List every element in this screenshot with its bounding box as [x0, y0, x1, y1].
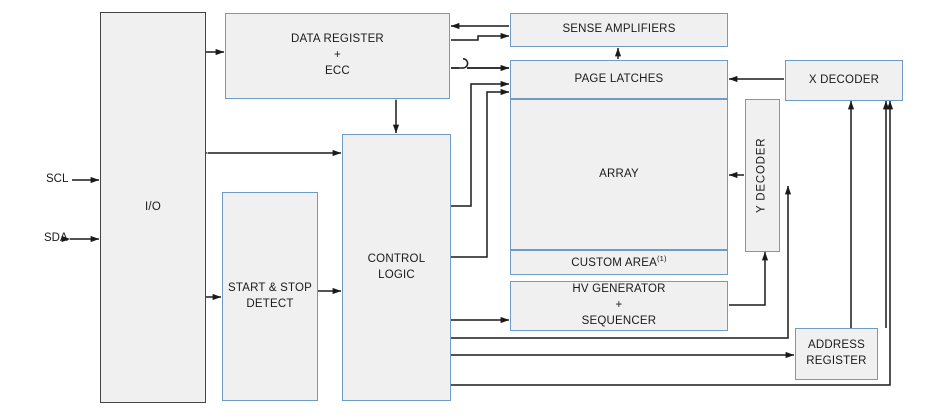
block-data-register[interactable]: DATA REGISTER + ECC: [225, 13, 450, 99]
control-logic-line2: LOGIC: [378, 268, 415, 281]
data-register-line1: DATA REGISTER: [291, 33, 384, 46]
block-y-decoder[interactable]: Y DECODER: [745, 99, 780, 252]
block-address-register-label: ADDRESS REGISTER: [803, 338, 869, 370]
start-stop-line2: DETECT: [246, 297, 294, 310]
custom-area-superscript: (1): [656, 253, 667, 263]
block-page-latches-label: PAGE LATCHES: [574, 72, 664, 85]
block-array-label: ARRAY: [599, 167, 639, 180]
block-io[interactable]: I/O: [100, 12, 206, 403]
block-custom-area[interactable]: CUSTOM AREA(1): [510, 250, 728, 275]
address-register-line2: REGISTER: [806, 355, 867, 367]
block-hv-generator[interactable]: HV GENERATOR + SEQUENCER: [510, 281, 728, 331]
block-start-stop-detect-label: START & STOP DETECT: [225, 281, 315, 313]
port-label-sda: SDA: [44, 232, 68, 244]
data-register-line2: +: [334, 49, 341, 62]
data-register-line3: ECC: [325, 64, 350, 77]
address-register-line1: ADDRESS: [807, 339, 865, 352]
block-y-decoder-label: Y DECODER: [755, 137, 768, 214]
block-custom-area-label: CUSTOM AREA(1): [568, 254, 669, 272]
block-sense-amplifiers-label: SENSE AMPLIFIERS: [562, 23, 676, 36]
block-page-latches[interactable]: PAGE LATCHES: [510, 60, 728, 99]
control-logic-line1: CONTROL: [367, 252, 426, 265]
block-start-stop-detect[interactable]: START & STOP DETECT: [222, 192, 318, 401]
block-x-decoder-label: X DECODER: [808, 73, 880, 86]
block-data-register-label: DATA REGISTER + ECC: [288, 32, 387, 80]
block-x-decoder[interactable]: X DECODER: [785, 60, 903, 101]
hv-generator-line3: SEQUENCER: [581, 314, 657, 327]
port-label-scl: SCL: [46, 173, 69, 185]
custom-area-text: CUSTOM AREA: [571, 256, 657, 269]
block-sense-amplifiers[interactable]: SENSE AMPLIFIERS: [510, 13, 728, 47]
block-io-label: I/O: [145, 200, 161, 213]
block-array[interactable]: ARRAY: [510, 99, 728, 250]
block-hv-generator-label: HV GENERATOR + SEQUENCER: [569, 282, 668, 330]
block-control-logic-label: CONTROL LOGIC: [365, 252, 429, 284]
block-control-logic[interactable]: CONTROL LOGIC: [342, 134, 451, 401]
start-stop-line1: START & STOP: [228, 281, 312, 294]
hv-generator-line2: +: [615, 299, 623, 312]
block-address-register[interactable]: ADDRESS REGISTER: [795, 328, 878, 380]
hv-generator-line1: HV GENERATOR: [572, 283, 666, 296]
